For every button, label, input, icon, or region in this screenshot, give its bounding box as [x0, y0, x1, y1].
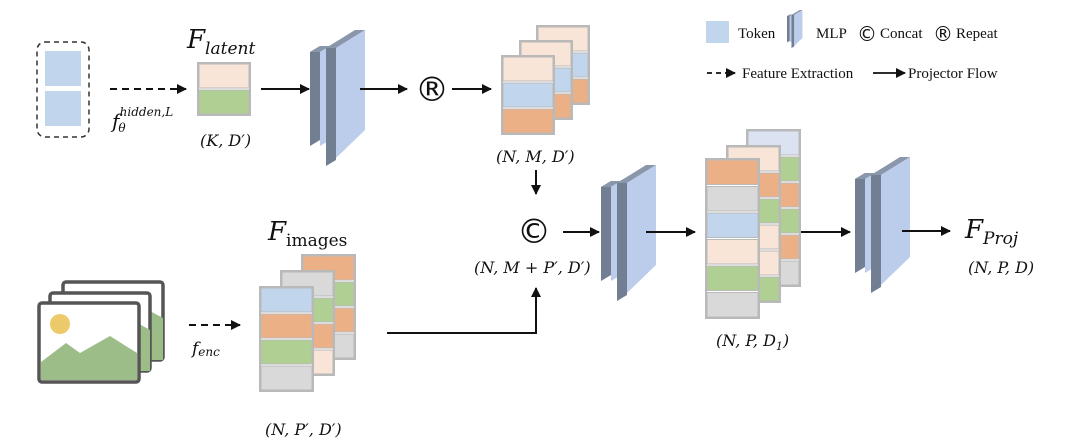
legend-feature-extraction: Feature Extraction — [742, 66, 854, 82]
token-row — [706, 239, 759, 265]
repeated-feature-stack — [501, 25, 590, 135]
mlp-slab — [787, 14, 790, 43]
hidden-dims: (N, P, D1) — [716, 331, 789, 353]
token-block — [45, 51, 81, 86]
dashed-group-border — [36, 41, 90, 138]
mlp-slab — [855, 173, 865, 273]
legend-mlp-label: MLP — [816, 26, 847, 42]
mlp-slab — [791, 13, 795, 49]
projector-flow-arrow — [387, 287, 541, 334]
token-row — [198, 89, 250, 115]
mlp-slab — [326, 42, 336, 166]
legend: Token MLP © Concat ® Repeat Feature Extr… — [706, 10, 998, 82]
concat-icon: © — [517, 212, 551, 252]
mlp-slab — [310, 46, 320, 146]
token-row — [198, 63, 250, 89]
images-title: Fimages — [267, 217, 347, 251]
mlp-slab — [871, 169, 881, 293]
legend-repeat-icon: ® — [933, 22, 953, 46]
repeated-dims: (N, M, D′) — [496, 147, 575, 166]
repeat-icon: ® — [415, 70, 449, 110]
proj-title: FProj — [964, 215, 1019, 249]
token-row — [502, 56, 554, 82]
token-row — [706, 159, 759, 185]
images-icon — [37, 280, 165, 384]
token-row — [260, 365, 313, 391]
latent-card — [197, 62, 251, 116]
images-feature-stack — [259, 254, 356, 392]
mlp-block-1 — [310, 30, 365, 166]
mlp-block-3 — [855, 157, 910, 293]
token-row — [260, 313, 313, 339]
token-row — [706, 292, 759, 318]
legend-concat-icon: © — [857, 22, 877, 46]
enc-fn-label: fenc — [190, 339, 220, 359]
mlp-slab — [617, 177, 627, 301]
token-row — [706, 186, 759, 212]
legend-token-label: Token — [738, 26, 776, 42]
sun-icon — [50, 314, 70, 334]
legend-token-swatch — [706, 21, 729, 43]
mlp-block-2 — [601, 165, 656, 301]
repeat-card-front — [501, 55, 555, 135]
legend-repeat-label: Repeat — [956, 26, 998, 42]
token-row — [502, 82, 554, 108]
token-row — [260, 287, 313, 313]
legend-mlp-icon — [787, 10, 803, 49]
concat-dims: (N, M + P′, D′) — [474, 258, 591, 277]
mlp-slab — [601, 181, 611, 281]
latent-title: Flatent — [186, 25, 255, 59]
token-row — [706, 212, 759, 238]
images-card-front — [259, 286, 314, 392]
legend-concat-label: Concat — [880, 26, 923, 42]
proj-dims: (N, P, D) — [968, 258, 1034, 277]
hidden-card-front — [705, 158, 760, 319]
token-block — [45, 91, 81, 126]
hidden-fn-label: fθhidden,L — [110, 105, 173, 135]
input-token-group — [36, 41, 90, 138]
token-row — [502, 108, 554, 134]
token-row — [706, 265, 759, 291]
latent-feature-stack — [197, 62, 251, 116]
images-dims: (N, P′, D′) — [265, 420, 342, 439]
hidden-feature-stack — [705, 129, 801, 319]
latent-dims: (K, D′) — [200, 131, 251, 150]
token-row — [260, 339, 313, 365]
legend-projector-flow: Projector Flow — [908, 66, 998, 82]
